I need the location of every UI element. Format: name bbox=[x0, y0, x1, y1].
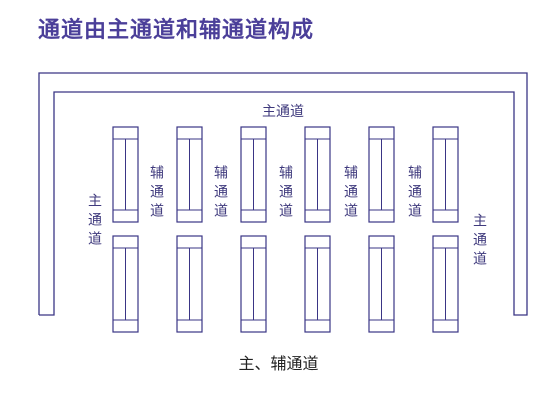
main-aisle-label-top: 主通道 bbox=[262, 104, 304, 120]
rack-2-5 bbox=[368, 235, 395, 333]
aux-aisle-label-2: 辅通道 bbox=[212, 165, 228, 222]
aux-aisle-label-1: 辅通道 bbox=[148, 165, 164, 222]
main-aisle-label-left: 主通道 bbox=[86, 193, 102, 250]
rack-1-5 bbox=[368, 126, 395, 223]
rack-2-6 bbox=[432, 235, 459, 333]
aux-aisle-label-4: 辅通道 bbox=[342, 165, 358, 222]
rack-1-2 bbox=[176, 126, 203, 223]
rack-2-4 bbox=[304, 235, 331, 333]
rack-1-1 bbox=[112, 126, 139, 223]
diagram-caption: 主、辅通道 bbox=[238, 354, 319, 373]
outer-boundary bbox=[38, 72, 528, 316]
main-aisle-label-right: 主通道 bbox=[471, 213, 487, 270]
rack-2-3 bbox=[240, 235, 267, 333]
rack-1-6 bbox=[432, 126, 459, 223]
rack-group bbox=[112, 126, 459, 333]
rack-1-3 bbox=[240, 126, 267, 223]
rack-2-1 bbox=[112, 235, 139, 333]
aux-aisle-label-3: 辅通道 bbox=[277, 165, 293, 222]
rack-1-4 bbox=[304, 126, 331, 223]
rack-2-2 bbox=[176, 235, 203, 333]
diagram-title: 通道由主通道和辅通道构成 bbox=[38, 18, 315, 43]
aux-aisle-label-5: 辅通道 bbox=[406, 165, 422, 222]
